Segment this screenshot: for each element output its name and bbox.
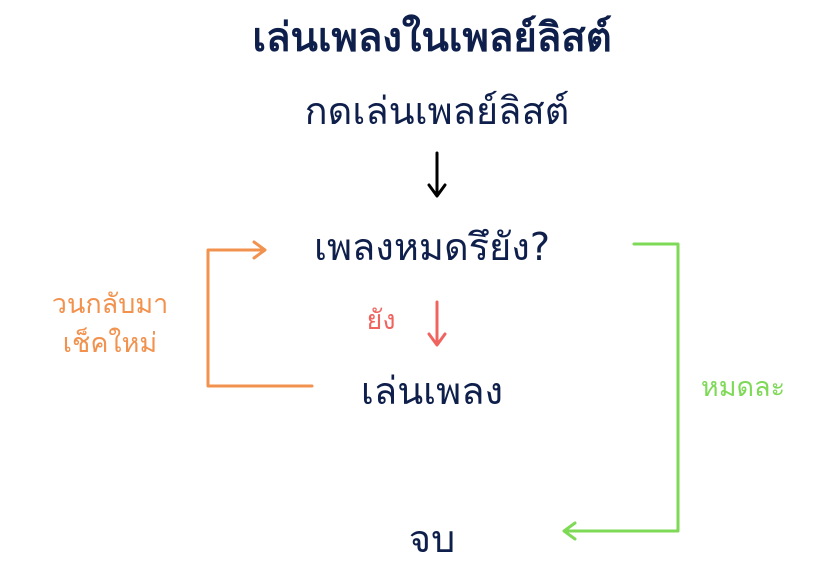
arrow-start-to-check-head: [427, 183, 447, 198]
node-end: จบ: [408, 517, 456, 561]
arrow-start-to-check: [427, 151, 447, 198]
label-done: หมดละ: [700, 372, 786, 403]
diagram-title: เล่นเพลงในเพลย์ลิสต์: [252, 15, 612, 61]
arrow-loop-back-head: [252, 240, 267, 260]
arrow-check-to-end-path: [563, 242, 680, 533]
label-not-yet: ยัง: [366, 305, 396, 336]
node-start: กดเล่นเพลย์ลิสต์: [304, 89, 570, 133]
arrow-check-to-end-head: [562, 521, 577, 541]
node-check: เพลงหมดรึยัง?: [313, 225, 551, 269]
arrow-loop-back-path: [206, 248, 314, 388]
arrow-check-to-end: [562, 242, 680, 541]
label-loop-line1: วนกลับมา: [51, 289, 169, 320]
label-loop: วนกลับมา เช็คใหม่: [52, 285, 169, 363]
label-loop-line2: เช็คใหม่: [62, 328, 158, 360]
arrow-loop-back: [206, 240, 314, 388]
arrow-check-to-play: [427, 300, 447, 347]
node-play: เล่นเพลง: [360, 369, 504, 413]
arrow-check-to-play-head: [427, 332, 447, 347]
